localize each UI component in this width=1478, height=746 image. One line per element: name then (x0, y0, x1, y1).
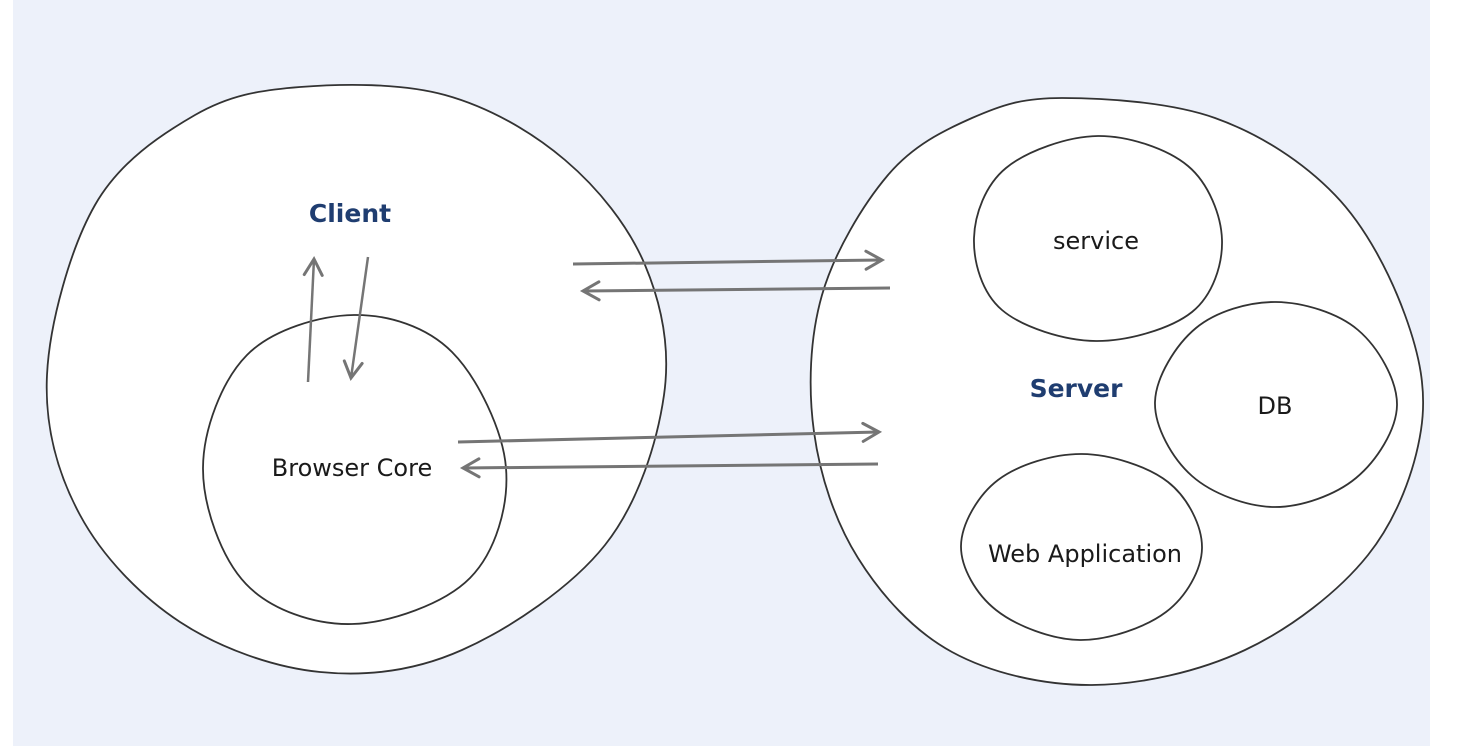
browser-core-circle[interactable] (202, 314, 508, 625)
client-to-browser-core-arrow[interactable] (342, 256, 370, 382)
client-label: Client (309, 199, 391, 228)
service-circle[interactable] (973, 135, 1223, 342)
db-circle[interactable] (1154, 301, 1398, 508)
web-application-circle[interactable] (960, 453, 1203, 641)
db-label: DB (1258, 392, 1293, 420)
client-to-server-request-arrow[interactable] (572, 249, 886, 271)
service-label: service (1053, 227, 1139, 255)
server-label: Server (1030, 374, 1124, 403)
web-application-label: Web Application (988, 540, 1182, 568)
server-to-browser-core-response-arrow[interactable] (459, 457, 879, 479)
browser-core-to-server-request-arrow[interactable] (457, 421, 883, 444)
browser-core-label: Browser Core (272, 454, 432, 482)
server-to-client-response-arrow[interactable] (579, 280, 891, 302)
browser-core-to-client-arrow[interactable] (302, 255, 324, 383)
